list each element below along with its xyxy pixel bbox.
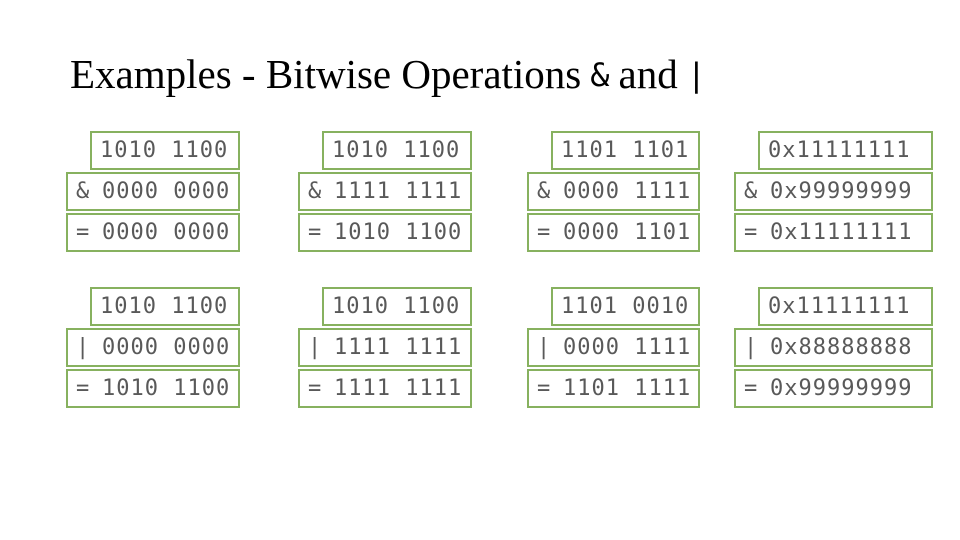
ampersand-symbol: &	[590, 56, 610, 94]
operator-symbol: |	[76, 335, 91, 360]
result-box: = 0000 0000	[66, 213, 240, 252]
operator-box: | 0000 0000	[66, 328, 240, 367]
operand2-value: 0x88888888	[770, 335, 913, 360]
equals-symbol: =	[537, 220, 552, 245]
operand-box: 1010 1100	[322, 287, 472, 326]
operand1-value: 1101 0010	[561, 294, 690, 319]
operand-box: 1101 1101	[551, 131, 700, 170]
result-value: 1101 1111	[563, 376, 692, 401]
operator-box: &0x99999999	[734, 172, 933, 211]
or-example-group-1: 1010 1100 | 0000 0000 = 1010 1100	[66, 287, 240, 410]
operator-box: &0000 0000	[66, 172, 240, 211]
operator-box: | 1111 1111	[298, 328, 472, 367]
or-example-group-2: 1010 1100 | 1111 1111 = 1111 1111	[298, 287, 472, 410]
title-text: Examples - Bitwise Operations	[70, 51, 582, 97]
operand1-value: 1010 1100	[332, 294, 461, 319]
operand2-value: 0x99999999	[770, 179, 913, 204]
operand-box: 0x11111111	[758, 131, 933, 170]
operand2-value: 1111 1111	[334, 179, 463, 204]
equals-symbol: =	[308, 220, 323, 245]
result-box: = 0x11111111	[734, 213, 933, 252]
result-box: = 1101 1111	[527, 369, 700, 408]
operator-symbol: |	[537, 335, 552, 360]
result-value: 0000 1101	[563, 220, 692, 245]
result-box: = 1111 1111	[298, 369, 472, 408]
operator-box: | 0x88888888	[734, 328, 933, 367]
operand-box: 1101 0010	[551, 287, 700, 326]
operand2-value: 0000 1111	[563, 179, 692, 204]
operand1-value: 1010 1100	[100, 138, 229, 163]
operand2-value: 0000 0000	[102, 335, 231, 360]
or-example-group-4-hex: 0x11111111 | 0x88888888 = 0x99999999	[734, 287, 933, 410]
and-example-group-4-hex: 0x11111111 &0x99999999 = 0x11111111	[734, 131, 933, 254]
result-value: 1010 1100	[102, 376, 231, 401]
result-box: = 0000 1101	[527, 213, 700, 252]
operator-box: &0000 1111	[527, 172, 700, 211]
operator-symbol: |	[744, 335, 759, 360]
operator-symbol: &	[76, 179, 91, 204]
result-box: = 1010 1100	[298, 213, 472, 252]
and-example-group-3: 1101 1101 &0000 1111 = 0000 1101	[527, 131, 700, 254]
equals-symbol: =	[76, 220, 91, 245]
and-example-group-1: 1010 1100 &0000 0000 = 0000 0000	[66, 131, 240, 254]
operand2-value: 1111 1111	[334, 335, 463, 360]
operand1-value: 1010 1100	[100, 294, 229, 319]
operand1-value: 0x11111111	[768, 138, 911, 163]
operator-symbol: &	[537, 179, 552, 204]
or-example-group-3: 1101 0010 | 0000 1111 = 1101 1111	[527, 287, 700, 410]
result-box: = 1010 1100	[66, 369, 240, 408]
operand1-value: 1101 1101	[561, 138, 690, 163]
operand2-value: 0000 1111	[563, 335, 692, 360]
result-box: = 0x99999999	[734, 369, 933, 408]
operand-box: 1010 1100	[322, 131, 472, 170]
and-example-group-2: 1010 1100 &1111 1111 = 1010 1100	[298, 131, 472, 254]
operand-box: 1010 1100	[90, 131, 240, 170]
operand2-value: 0000 0000	[102, 179, 231, 204]
operator-box: | 0000 1111	[527, 328, 700, 367]
equals-symbol: =	[744, 220, 759, 245]
title-and-text: and	[618, 51, 678, 97]
result-value: 0000 0000	[102, 220, 231, 245]
operator-symbol: |	[308, 335, 323, 360]
operator-symbol: &	[744, 179, 759, 204]
result-value: 0x11111111	[770, 220, 913, 245]
operator-box: &1111 1111	[298, 172, 472, 211]
page-title: Examples - Bitwise Operations&and|	[70, 51, 715, 97]
operand1-value: 1010 1100	[332, 138, 461, 163]
operator-symbol: &	[308, 179, 323, 204]
equals-symbol: =	[76, 376, 91, 401]
operand-box: 1010 1100	[90, 287, 240, 326]
result-value: 0x99999999	[770, 376, 913, 401]
equals-symbol: =	[744, 376, 759, 401]
operand1-value: 0x11111111	[768, 294, 911, 319]
result-value: 1111 1111	[334, 376, 463, 401]
equals-symbol: =	[537, 376, 552, 401]
result-value: 1010 1100	[334, 220, 463, 245]
equals-symbol: =	[308, 376, 323, 401]
operand-box: 0x11111111	[758, 287, 933, 326]
pipe-symbol: |	[686, 56, 706, 94]
